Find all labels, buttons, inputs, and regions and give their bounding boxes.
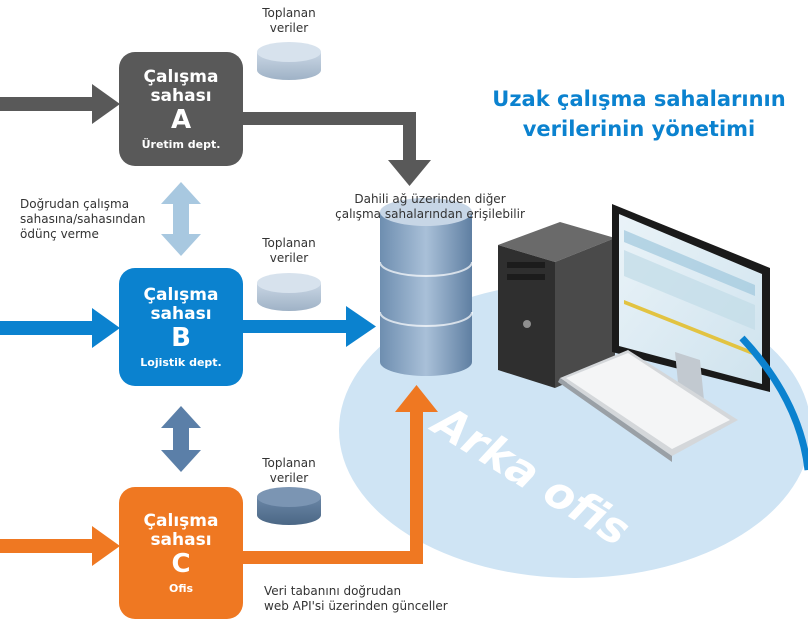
lending-label: Doğrudan çalışma sahasına/sahasından ödü… <box>20 197 146 241</box>
site-title: sahası <box>150 85 212 106</box>
collected-data-label-a: Toplanan veriler <box>262 6 316 35</box>
arrow-b-to-database <box>243 306 376 347</box>
monitor-icon <box>612 204 808 471</box>
lending-arrow-ab <box>161 182 201 256</box>
database-icon <box>257 273 321 311</box>
web-api-label: Veri tabanını doğrudan web API'si üzerin… <box>264 584 448 613</box>
work-site-a: Çalışma sahası A Üretim dept. <box>119 52 243 166</box>
database-icon <box>257 487 321 525</box>
site-dept: Üretim dept. <box>141 137 221 151</box>
database-icon <box>257 42 321 80</box>
work-site-b: Çalışma sahası B Lojistik dept. <box>119 268 243 386</box>
keyboard-icon <box>558 350 738 462</box>
lending-arrow-bc <box>161 406 201 472</box>
site-dept: Ofis <box>168 581 194 595</box>
internal-network-label: Dahili ağ üzerinden diğer çalışma sahala… <box>335 192 525 221</box>
input-arrow-c <box>0 526 120 566</box>
input-arrow-a <box>0 84 120 124</box>
collected-data-label-b: Toplanan veriler <box>262 236 316 265</box>
arrow-c-to-database <box>243 385 438 564</box>
site-title: sahası <box>150 303 212 324</box>
computer-tower-icon <box>498 222 615 388</box>
site-title: Çalışma <box>143 66 219 87</box>
site-letter: B <box>171 322 191 353</box>
site-dept: Lojistik dept. <box>140 355 222 369</box>
diagram-title: Uzak çalışma sahalarının verilerinin yön… <box>492 87 786 141</box>
arrow-a-to-network <box>243 112 431 186</box>
central-database-icon <box>379 198 473 376</box>
site-letter: C <box>171 548 191 579</box>
input-arrow-b <box>0 308 120 348</box>
site-title: Çalışma <box>143 510 219 531</box>
site-letter: A <box>170 104 192 135</box>
site-title: Çalışma <box>143 284 219 305</box>
site-title: sahası <box>150 529 212 550</box>
collected-data-label-c: Toplanan veriler <box>262 456 316 485</box>
work-site-c: Çalışma sahası C Ofis <box>119 487 243 619</box>
